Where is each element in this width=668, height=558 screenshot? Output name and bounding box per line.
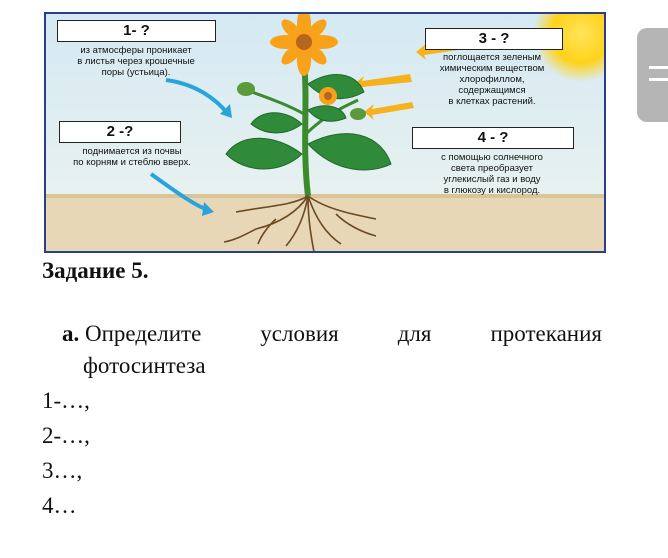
caption-3: поглощается зеленым химическим веществом… <box>439 52 545 107</box>
answer-line-4: 4… <box>42 493 77 518</box>
roots <box>223 195 377 251</box>
caption-2: поднимается из почвы по корням и стеблю … <box>73 146 191 168</box>
task-item-a: а. Определите условия для протекания фот… <box>62 321 602 378</box>
answer-line-3: 3…, <box>42 458 83 483</box>
sunflower-icon <box>270 14 338 76</box>
caption-4: с помощью солнечного света преобразует у… <box>441 152 543 196</box>
caption-1: из атмосферы проникает в листья через кр… <box>77 45 195 78</box>
label-4: 4 - ? <box>412 127 574 149</box>
item-marker: а. <box>62 321 80 346</box>
label-3: 3 - ? <box>425 28 563 50</box>
answer-line-2: 2-…, <box>42 423 90 448</box>
label-1: 1- ? <box>57 20 216 42</box>
answer-line-1: 1-…, <box>42 388 90 413</box>
photosynthesis-figure: 1- ? из атмосферы проникает в листья чер… <box>44 12 606 253</box>
label-2: 2 -? <box>59 121 181 143</box>
menu-icon <box>649 66 668 69</box>
task-title: Задание 5. <box>42 258 149 283</box>
side-menu-button[interactable] <box>637 28 668 122</box>
